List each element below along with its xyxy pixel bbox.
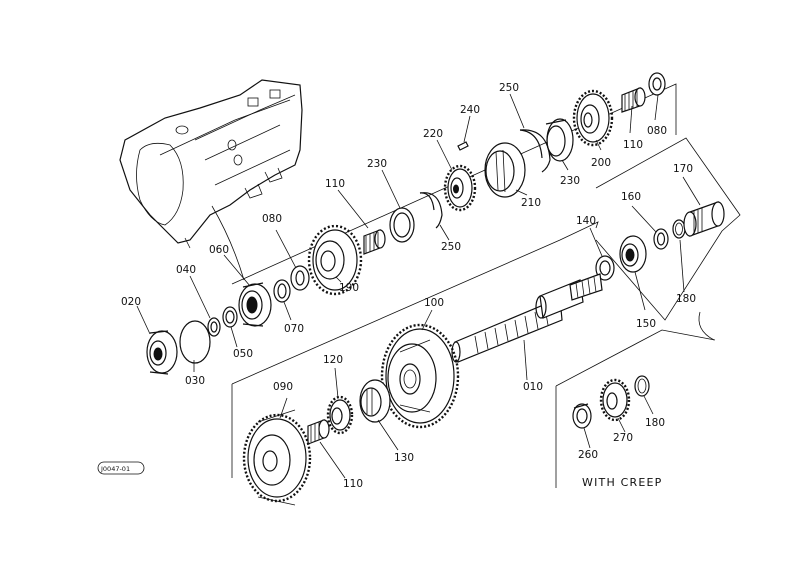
callout-040[interactable]: 040 — [176, 264, 196, 276]
part-160-washer — [653, 228, 669, 250]
callout-050[interactable]: 050 — [233, 348, 253, 360]
drawing-code: J0047-01 — [100, 465, 130, 473]
callout-110-top[interactable]: 110 — [623, 139, 643, 151]
callout-240[interactable]: 240 — [460, 104, 480, 116]
callout-210[interactable]: 210 — [521, 197, 541, 209]
part-200-gear — [572, 89, 614, 147]
callout-060[interactable]: 060 — [209, 244, 229, 256]
callout-220[interactable]: 220 — [423, 128, 443, 140]
part-060-bearing — [238, 282, 272, 327]
part-110-needle-bearing-upper — [363, 229, 386, 255]
callout-260[interactable]: 260 — [578, 449, 598, 461]
callout-110-upper[interactable]: 110 — [325, 178, 345, 190]
part-170-needle-bearing — [683, 201, 725, 237]
callout-250-upper[interactable]: 250 — [499, 82, 519, 94]
callout-080-upper[interactable]: 080 — [647, 125, 667, 137]
callout-030[interactable]: 030 — [185, 375, 205, 387]
callout-140[interactable]: 140 — [576, 215, 596, 227]
part-150-bearing — [619, 235, 647, 273]
part-130-bearing — [359, 379, 391, 423]
callout-120[interactable]: 120 — [323, 354, 343, 366]
upper-group-frame — [231, 83, 677, 285]
drawing-code-badge: J0047-01 — [97, 461, 145, 475]
part-120-gear — [326, 395, 354, 435]
callout-110-lower[interactable]: 110 — [343, 478, 363, 490]
callout-080-lower[interactable]: 080 — [262, 213, 282, 225]
part-260-collar — [572, 403, 592, 429]
callout-190[interactable]: 190 — [339, 282, 359, 294]
part-020-bearing — [146, 330, 178, 375]
callout-270[interactable]: 270 — [613, 432, 633, 444]
part-050-collar — [222, 306, 238, 328]
callout-170[interactable]: 170 — [673, 163, 693, 175]
part-010-main-shaft — [451, 273, 603, 363]
right-frame-leader — [698, 311, 715, 341]
part-190-gear — [307, 224, 363, 296]
part-090-gear — [242, 409, 312, 506]
part-250-circlip-right — [519, 129, 551, 173]
part-080-washer — [290, 265, 310, 291]
right-frame — [595, 137, 741, 321]
callout-180-right[interactable]: 180 — [676, 293, 696, 305]
callout-180-creep[interactable]: 180 — [645, 417, 665, 429]
callout-230-left[interactable]: 230 — [367, 158, 387, 170]
part-220-hub — [443, 164, 477, 212]
part-030-o-ring — [179, 320, 211, 364]
with-creep-label: WITH CREEP — [582, 476, 662, 489]
part-210-shift-sleeve — [484, 142, 526, 198]
part-230-synchro-ring — [389, 207, 415, 243]
part-080-washer-top — [648, 72, 666, 96]
callout-010[interactable]: 010 — [523, 381, 543, 393]
housing-leader — [211, 205, 245, 281]
part-070-collar — [273, 279, 291, 303]
part-240-pin — [457, 141, 469, 151]
callout-160[interactable]: 160 — [621, 191, 641, 203]
leader-lines — [136, 93, 701, 479]
callout-150[interactable]: 150 — [636, 318, 656, 330]
part-100-large-gear — [380, 323, 460, 429]
callout-100[interactable]: 100 — [424, 297, 444, 309]
part-180-snap-ring — [672, 219, 686, 239]
callout-020[interactable]: 020 — [121, 296, 141, 308]
callout-130[interactable]: 130 — [394, 452, 414, 464]
transmission-housing — [119, 79, 303, 249]
callout-200[interactable]: 200 — [591, 157, 611, 169]
part-040-snap-ring — [207, 317, 221, 337]
part-180-snap-ring-creep — [634, 375, 650, 397]
callout-090[interactable]: 090 — [273, 381, 293, 393]
part-230-synchro-ring-right — [545, 118, 574, 162]
creep-frame-top — [555, 329, 716, 387]
part-110-needle-bearing-lower — [307, 419, 330, 445]
part-250-circlip-left — [419, 192, 443, 229]
callout-230-right[interactable]: 230 — [560, 175, 580, 187]
callout-250-lower[interactable]: 250 — [441, 241, 461, 253]
part-270-gear — [599, 378, 631, 422]
part-110-needle-bearing-top — [621, 87, 646, 113]
callout-070[interactable]: 070 — [284, 323, 304, 335]
lower-frame-top — [231, 221, 599, 385]
